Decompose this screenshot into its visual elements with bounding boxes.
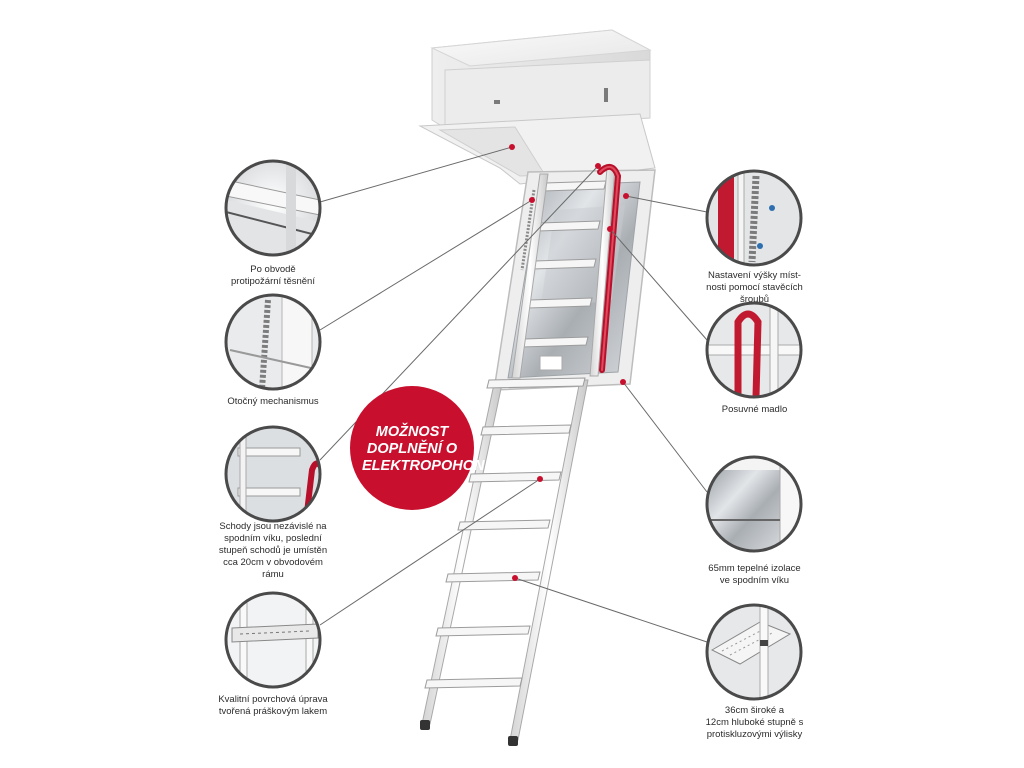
- spring-mechanism-photo: [224, 293, 322, 391]
- insulation-corner-photo: [705, 455, 803, 553]
- callout-mechanism-label: Otočný mechanismus: [227, 396, 319, 407]
- seal-detail-photo: [224, 159, 322, 257]
- adjusting-screw-photo: [705, 169, 803, 267]
- attic-ladder-box: [418, 29, 656, 185]
- handrail-steps-photo: [224, 425, 322, 523]
- red-handrail-photo: [705, 301, 803, 399]
- callout-seal-label: Po obvodě protipožární těsnění: [231, 264, 315, 287]
- callout-insulation-label: 65mm tepelné izolace ve spodním víku: [708, 563, 801, 586]
- callout-tread-label: 36cm široké a 12cm hluboké stupně s prot…: [705, 705, 804, 740]
- callout-handrail-label: Posuvné madlo: [721, 404, 788, 415]
- leader-dots: [509, 144, 629, 581]
- electric-drive-badge: [350, 386, 474, 510]
- callout-coating-label: Kvalitní povrchová úprava tvořená práško…: [218, 694, 328, 717]
- badge-text: MOŽNOST DOPLNĚNÍ O ELEKTROPOHON: [362, 424, 485, 474]
- ladder: [420, 163, 622, 746]
- callout-height-label: Nastavení výšky míst- nosti pomocí stavě…: [706, 270, 803, 305]
- callout-steps-lid-label: Schody jsou nezávislé na spodním víku, p…: [218, 521, 328, 580]
- anti-slip-tread-photo: [705, 603, 803, 701]
- powder-coated-step-photo: [224, 591, 322, 689]
